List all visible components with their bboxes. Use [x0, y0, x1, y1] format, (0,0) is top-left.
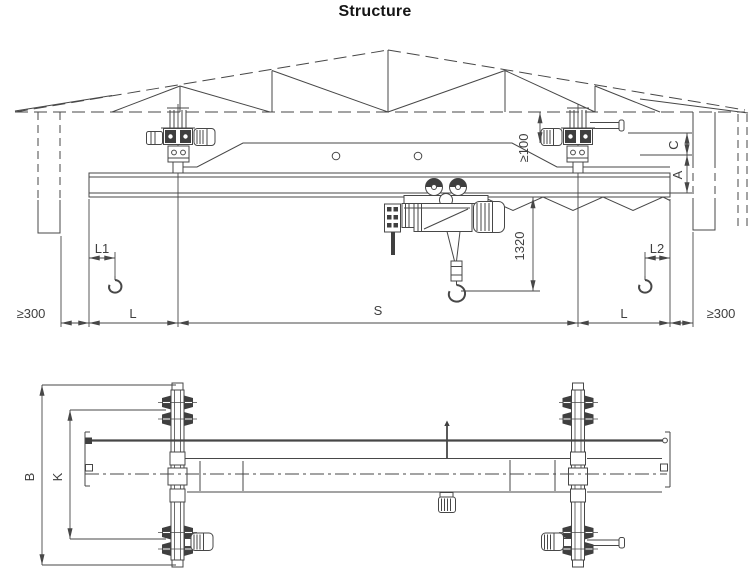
right-end-carriage-elevation: [540, 104, 625, 327]
plan-centerline-and-hoist: [85, 420, 667, 513]
load-hook: [447, 281, 467, 303]
right-wall-column: [692, 112, 748, 231]
girder-end-bracket-right: [660, 431, 671, 488]
dimensions-plan: B K: [22, 384, 176, 566]
dim-l1-label: L1: [95, 241, 109, 256]
hoist-elevation: [384, 178, 505, 303]
left-wall-column: [37, 112, 61, 234]
dim-span-label: S: [374, 303, 383, 318]
travel-motor: [193, 128, 216, 146]
travel-motor-plan: [541, 532, 572, 551]
festoon-cable: [482, 196, 671, 212]
roof-truss: [14, 49, 749, 114]
left-end-carriage-plan: [158, 382, 214, 568]
dim-left-clearance-label: ≥300: [17, 306, 46, 321]
dim-k-label: K: [50, 472, 65, 481]
plan-view-girder: [84, 431, 671, 493]
bridge-girder-elevation: [88, 142, 671, 212]
right-end-carriage-plan: [541, 382, 625, 568]
left-end-carriage-elevation: [146, 104, 216, 327]
hook-position-left: [108, 275, 123, 294]
pendant-control: [391, 232, 395, 255]
dim-c-label: C: [666, 140, 681, 149]
hook-position-right: [638, 275, 653, 294]
dim-hook-lift-label: 1320: [512, 232, 527, 261]
page-title: Structure: [338, 3, 412, 20]
dim-b-label: B: [22, 473, 37, 482]
towing-arm: [587, 537, 625, 549]
girder-top-plate: [177, 142, 670, 168]
dim-roof-clearance-label: ≥100: [516, 134, 531, 163]
dim-a-label: A: [670, 170, 685, 179]
girder-end-bracket-left: [84, 431, 93, 487]
control-box: [384, 203, 401, 233]
dim-left-overhang-label: L: [129, 306, 136, 321]
dim-right-clearance-label: ≥300: [707, 306, 736, 321]
hook-block: [450, 260, 463, 282]
travel-motor-plan: [184, 532, 214, 551]
dim-right-overhang-label: L: [620, 306, 627, 321]
hoist-plan: [438, 420, 456, 513]
dimensions-elevation: ≥300 L S L ≥300 L1 L2 1320 ≥100 C A: [17, 112, 736, 327]
dim-l2-label: L2: [650, 241, 664, 256]
